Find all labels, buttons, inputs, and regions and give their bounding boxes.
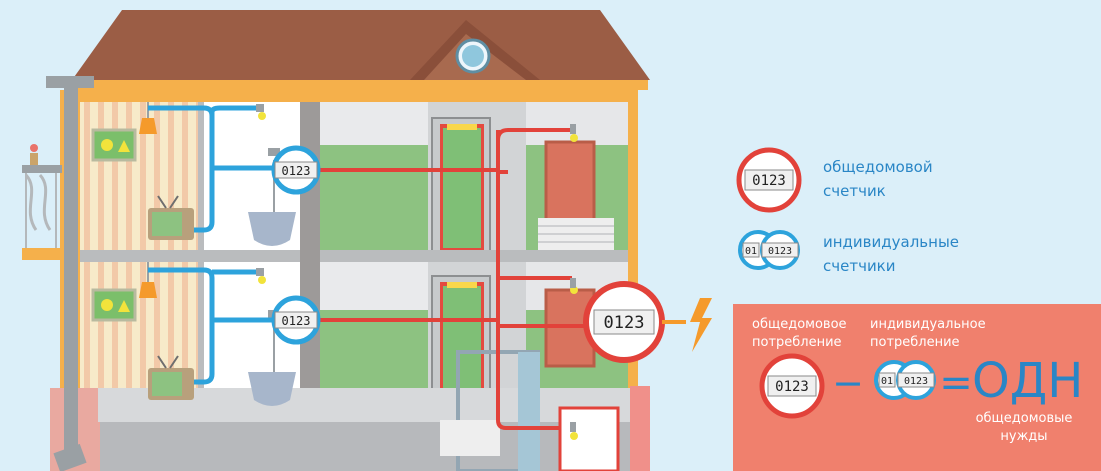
individual-wiring bbox=[148, 105, 272, 385]
wallpaper-stripe bbox=[182, 102, 188, 250]
wallpaper-stripe bbox=[140, 262, 146, 410]
formula-individual-consumption-line1: индивидуальное bbox=[870, 317, 986, 332]
meter-digits: 0123 bbox=[904, 376, 928, 387]
legend-individual-meters-line2: счетчики bbox=[823, 257, 896, 275]
formula-result-caption-line2: нужды bbox=[1000, 429, 1048, 444]
wallpaper-stripe bbox=[168, 262, 174, 410]
wallpaper-stripe bbox=[84, 102, 90, 250]
formula-common-meter-icon: 0123 bbox=[759, 353, 825, 419]
tv-upper bbox=[148, 195, 194, 240]
meter-digits: 0123 bbox=[768, 246, 792, 257]
equals-sign: = bbox=[939, 360, 973, 406]
formula-common-consumption-line2: потребление bbox=[752, 335, 842, 350]
balcony bbox=[22, 144, 62, 260]
formula-individual-consumption-label: индивидуальное потребление bbox=[870, 316, 986, 352]
formula-individual-consumption-line2: потребление bbox=[870, 335, 960, 350]
formula-result-caption-line1: общедомовые bbox=[975, 411, 1073, 426]
common-house-meter: 0123 bbox=[583, 281, 665, 363]
individual-meter-lower: 0123 bbox=[271, 295, 321, 345]
formula-common-consumption-line1: общедомовое bbox=[752, 317, 847, 332]
formula-result-caption: общедомовые нужды bbox=[974, 410, 1074, 446]
wallpaper-stripe bbox=[154, 102, 160, 250]
meter-digits: 0123 bbox=[775, 379, 809, 395]
legend-common-meter-icon: 0123 bbox=[736, 147, 802, 213]
wallpaper-stripe bbox=[98, 262, 104, 410]
wall-picture-lower bbox=[91, 288, 137, 322]
meter-digits: 0123 bbox=[282, 314, 311, 328]
meter-digits: 0123 bbox=[604, 313, 645, 333]
wallpaper-stripe bbox=[126, 102, 132, 250]
meter-digits: 0123 bbox=[752, 173, 786, 189]
wallpaper-stripe bbox=[126, 262, 132, 410]
formula-common-consumption-label: общедомовое потребление bbox=[752, 316, 847, 352]
wallpaper-stripe bbox=[112, 102, 118, 250]
column-center bbox=[300, 102, 320, 471]
common-wiring bbox=[318, 128, 590, 430]
meter-digits-partial: 01 bbox=[881, 376, 893, 387]
meter-digits-partial: 01 bbox=[745, 246, 757, 257]
wallpaper-stripe bbox=[84, 262, 90, 410]
drain-pipe bbox=[64, 84, 78, 460]
attic-floor bbox=[72, 80, 648, 90]
floor-slab-upper bbox=[80, 250, 628, 262]
legend-common-meter-line1: общедомовой bbox=[823, 158, 933, 176]
legend-common-meter-label: общедомовой счетчик bbox=[823, 155, 933, 203]
tv-lower bbox=[148, 355, 194, 400]
formula-individual-meters-icon: 01 0123 bbox=[874, 360, 936, 400]
legend-individual-meters-label: индивидуальные счетчики bbox=[823, 230, 959, 278]
wallpaper-stripe bbox=[112, 262, 118, 410]
apartment-door-upper bbox=[544, 140, 596, 222]
lightning-icon bbox=[690, 298, 712, 352]
formula-result: ОДН bbox=[972, 353, 1084, 409]
wallpaper-stripe bbox=[182, 262, 188, 410]
minus-sign: − bbox=[832, 361, 864, 405]
wallpaper-stripe bbox=[154, 262, 160, 410]
individual-meter-upper: 0123 bbox=[271, 145, 321, 195]
wallpaper-stripe bbox=[140, 102, 146, 250]
wall-picture-upper bbox=[91, 128, 137, 162]
building bbox=[22, 10, 650, 471]
legend-individual-meters-line1: индивидуальные bbox=[823, 233, 960, 251]
wallpaper-stripe bbox=[168, 102, 174, 250]
bulbs bbox=[256, 104, 578, 440]
roof bbox=[72, 10, 650, 80]
column-left bbox=[198, 102, 204, 422]
legend-individual-meters-icon: 01 0123 bbox=[738, 230, 800, 270]
wallpaper-stripe bbox=[98, 102, 104, 250]
meter-digits: 0123 bbox=[282, 164, 311, 178]
legend-common-meter-line2: счетчик bbox=[823, 182, 886, 200]
